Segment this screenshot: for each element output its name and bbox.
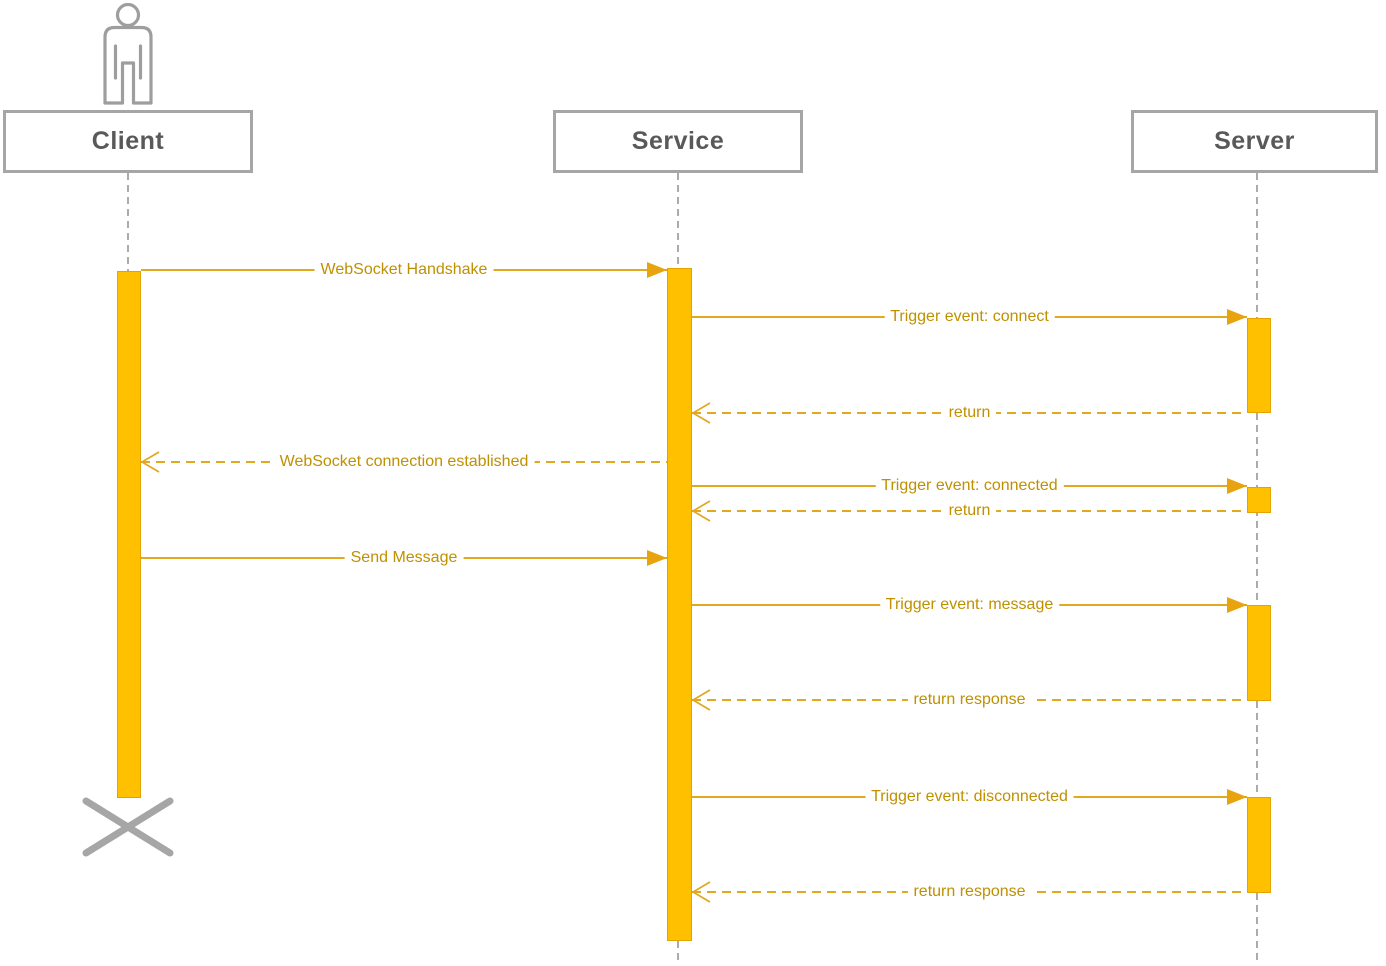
message-trigger-message: Trigger event: message (692, 596, 1247, 614)
message-return-response-disconnected: return response (691, 881, 1247, 903)
participant-label-server: Server (1214, 127, 1295, 155)
message-label: Trigger event: message (879, 596, 1060, 614)
message-return-connect: return (691, 402, 1247, 424)
arrowhead-filled-icon (1227, 789, 1247, 805)
participant-label-client: Client (91, 127, 165, 155)
message-label: Trigger event: disconnected (865, 788, 1074, 806)
arrowhead-filled-icon (647, 550, 667, 566)
arrowhead-filled-icon (1227, 309, 1247, 325)
message-label: return (942, 404, 997, 422)
message-label: return response (907, 691, 1032, 709)
message-label: return response (907, 883, 1032, 901)
participant-box-client: Client (3, 110, 253, 173)
message-label: Trigger event: connected (875, 477, 1064, 495)
message-connection-established: WebSocket connection established (140, 451, 667, 473)
arrowhead-open-icon (691, 500, 711, 522)
arrowhead-open-icon (691, 689, 711, 711)
arrowhead-filled-icon (1227, 478, 1247, 494)
participant-label-service: Service (631, 127, 725, 155)
activation-server-3 (1247, 605, 1271, 701)
activation-server-4 (1247, 797, 1271, 893)
arrowhead-filled-icon (1227, 597, 1247, 613)
arrowhead-open-icon (691, 402, 711, 424)
message-trigger-disconnected: Trigger event: disconnected (692, 788, 1247, 806)
arrowhead-open-icon (691, 881, 711, 903)
arrowhead-filled-icon (647, 262, 667, 278)
message-label: WebSocket Handshake (314, 261, 494, 279)
destruction-cross-icon (82, 797, 174, 857)
participant-box-service: Service (553, 110, 803, 173)
activation-service (667, 268, 692, 941)
message-websocket-handshake: WebSocket Handshake (141, 261, 667, 279)
message-return-response-message: return response (691, 689, 1247, 711)
arrowhead-open-icon (140, 451, 160, 473)
actor-person-icon (103, 3, 153, 105)
activation-client (117, 271, 141, 798)
message-return-connected: return (691, 500, 1247, 522)
message-trigger-connect: Trigger event: connect (692, 308, 1247, 326)
message-label: return (942, 502, 997, 520)
lifeline-server (1256, 173, 1258, 960)
message-label: WebSocket connection established (273, 453, 535, 471)
message-trigger-connected: Trigger event: connected (692, 477, 1247, 495)
participant-box-server: Server (1131, 110, 1378, 173)
message-label: Trigger event: connect (884, 308, 1055, 326)
message-send-message: Send Message (141, 549, 667, 567)
activation-server-2 (1247, 487, 1271, 513)
activation-server-1 (1247, 318, 1271, 413)
message-label: Send Message (344, 549, 464, 567)
